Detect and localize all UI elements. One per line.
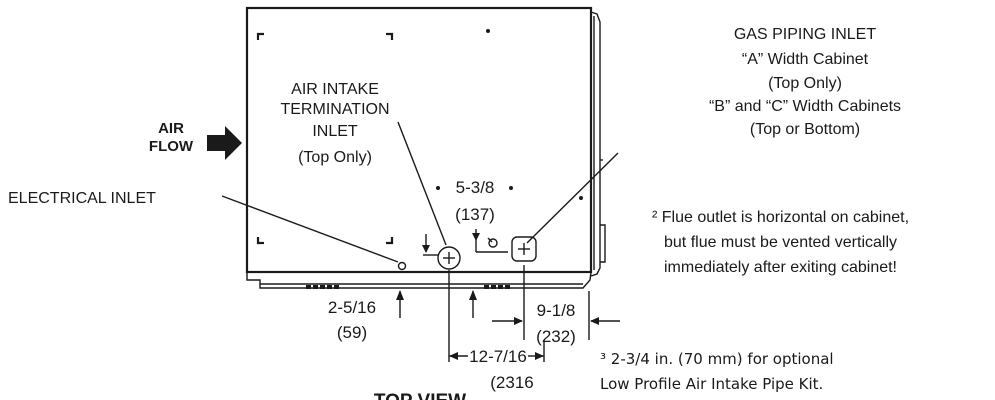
air-flow-label-1: AIR: [158, 120, 184, 137]
dimension-12-7-16: 12-7/16 (2316: [448, 270, 545, 392]
footnotes: ² Flue outlet is horizontal on cabinet, …: [600, 209, 909, 393]
electrical-inlet-icon: [397, 261, 407, 271]
gas-label-1: GAS PIPING INLET: [734, 26, 876, 43]
dim-2-5-16-mm: (59): [337, 323, 367, 342]
air-intake-label-2: TERMINATION: [280, 101, 389, 118]
air-intake-label-1: AIR INTAKE: [291, 81, 379, 98]
corner-marks: [256, 29, 583, 245]
note-2-line-2: but flue must be vented vertically: [664, 234, 897, 251]
gas-label-4: “B” and “C” Width Cabinets: [709, 98, 901, 115]
gas-pipe-icon: [511, 236, 537, 262]
note-3-line-2: Low Profile Air Intake Pipe Kit.: [600, 375, 823, 393]
dim-5-3-8-mm: (137): [455, 205, 495, 224]
air-intake-label-3: INLET: [312, 123, 358, 140]
dim-5-3-8-value: 5-3/8: [456, 178, 495, 197]
dim-9-1-8-mm: (232): [536, 327, 576, 346]
electrical-inlet: ELECTRICAL INLET: [8, 190, 407, 271]
air-flow-indicator: AIR FLOW: [149, 120, 242, 160]
gas-label-2: “A” Width Cabinet: [742, 51, 869, 68]
gas-label-5: (Top or Bottom): [750, 121, 860, 138]
gas-piping-inlet: GAS PIPING INLET “A” Width Cabinet (Top …: [511, 26, 901, 262]
air-intake-label-4: (Top Only): [298, 149, 372, 166]
base-vents: [306, 285, 510, 289]
dim-12-7-16-value: 12-7/16: [469, 347, 527, 366]
dim-12-7-16-mm: (2316: [490, 373, 533, 392]
electrical-inlet-label: ELECTRICAL INLET: [8, 190, 156, 207]
air-flow-arrow-icon: [207, 126, 242, 160]
flue-outlet: [487, 237, 498, 248]
dim-2-5-16-value: 2-5/16: [328, 298, 376, 317]
dimension-5-3-8: 5-3/8 (137): [422, 178, 513, 256]
note-3-line-1: ³ 2-3/4 in. (70 mm) for optional: [600, 350, 834, 368]
air-intake-pipe-icon: [437, 246, 461, 270]
cabinet-outline: [245, 6, 606, 289]
gas-label-3: (Top Only): [768, 75, 842, 92]
flue-outlet-icon: [488, 238, 498, 248]
air-intake-termination: AIR INTAKE TERMINATION INLET (Top Only): [280, 81, 461, 270]
note-2-line-3: immediately after exiting cabinet!: [664, 259, 897, 276]
dimension-9-1-8: 9-1/8 (232): [492, 265, 620, 346]
note-2-line-1: ² Flue outlet is horizontal on cabinet,: [652, 209, 909, 226]
air-flow-label-2: FLOW: [149, 138, 194, 155]
view-title: TOP VIEW: [374, 391, 466, 400]
dimension-2-5-16: 2-5/16 (59): [328, 290, 477, 342]
dim-9-1-8-value: 9-1/8: [537, 301, 576, 320]
